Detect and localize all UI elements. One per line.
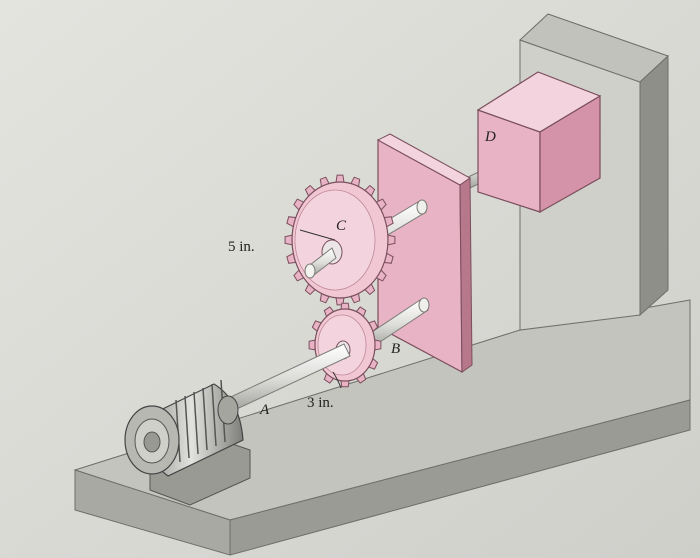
block-d-side [539, 94, 601, 214]
point-d-label: D [485, 129, 496, 145]
plate-side [459, 177, 473, 373]
gear-b-radius-line [332, 371, 342, 389]
gear-c-radius-line [299, 229, 336, 241]
gear-c [284, 174, 396, 306]
point-c-label: C [336, 218, 347, 234]
block-d [476, 71, 602, 214]
gear-c-radius-label: 5 in. [228, 239, 255, 255]
motor-fin [184, 395, 190, 459]
motor-endcap-center [143, 431, 161, 453]
motor-fin [193, 391, 199, 455]
base-side [229, 399, 691, 556]
gear-b-radius-label: 3 in. [307, 395, 334, 411]
point-a-label: A [260, 402, 270, 418]
motor-flange [217, 395, 239, 425]
point-b-label: B [391, 341, 401, 357]
motor-fin [202, 387, 208, 451]
motor [124, 379, 251, 506]
motor-fin [211, 383, 217, 447]
wall-side [639, 54, 669, 317]
